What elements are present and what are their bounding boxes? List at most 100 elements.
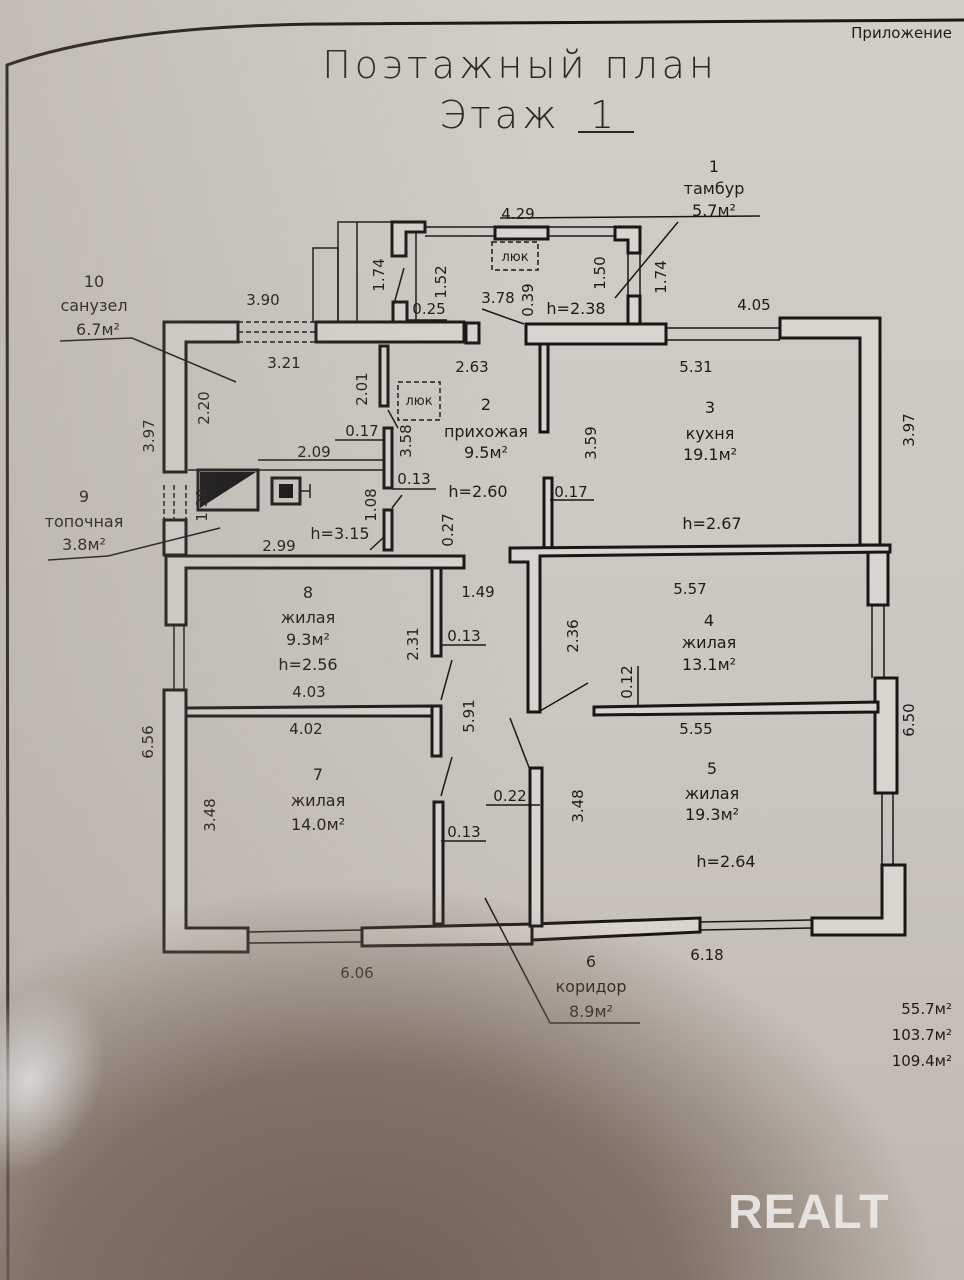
svg-text:3.48: 3.48	[569, 789, 587, 822]
appendix-label: Приложение	[851, 24, 952, 42]
svg-text:2: 2	[481, 395, 491, 414]
room-5-living: 5 жилая 19.3м² h=2.64	[685, 759, 756, 871]
page-title: Поэтажный план	[322, 43, 718, 87]
room-3-kitchen: 3 кухня 19.1м² h=2.67	[682, 398, 741, 533]
svg-text:4.02: 4.02	[289, 720, 322, 738]
area-totals: 55.7м² 103.7м² 109.4м²	[892, 1000, 952, 1070]
hatch-label-1: люк	[501, 250, 528, 265]
svg-text:19.3м²: 19.3м²	[685, 805, 739, 824]
svg-text:1: 1	[709, 157, 719, 176]
room-labels: 1 тамбур 5.7м² 2 прихожая 9.5м² h=2.60 3…	[45, 157, 756, 1021]
room-1-tambour: 1 тамбур 5.7м²	[684, 157, 745, 220]
svg-text:коридор: коридор	[555, 977, 626, 996]
floor-label: Этаж	[439, 93, 560, 137]
svg-text:4.03: 4.03	[292, 683, 325, 701]
svg-text:жилая: жилая	[281, 608, 335, 627]
svg-text:0.17: 0.17	[554, 483, 587, 501]
svg-text:9.3м²: 9.3м²	[286, 630, 330, 649]
svg-text:10: 10	[84, 272, 104, 291]
svg-text:0.39: 0.39	[519, 283, 537, 316]
svg-text:h=2.64: h=2.64	[696, 852, 755, 871]
svg-text:1.50: 1.50	[591, 256, 609, 289]
svg-text:тамбур: тамбур	[684, 179, 745, 198]
room-6-corridor: 6 коридор 8.9м²	[555, 952, 626, 1021]
svg-text:9: 9	[79, 487, 89, 506]
svg-text:3.59: 3.59	[582, 426, 600, 459]
svg-text:0.13: 0.13	[397, 470, 430, 488]
svg-text:3.97: 3.97	[140, 419, 158, 452]
room-4-living: 4 жилая 13.1м²	[682, 611, 736, 674]
svg-text:3.90: 3.90	[246, 291, 279, 309]
room-2-hallway: 2 прихожая 9.5м² h=2.60	[444, 395, 528, 501]
svg-text:8.9м²: 8.9м²	[569, 1002, 613, 1021]
svg-text:3.8м²: 3.8м²	[62, 535, 106, 554]
svg-text:8: 8	[303, 583, 313, 602]
svg-text:6.7м²: 6.7м²	[76, 320, 120, 339]
svg-text:3.48: 3.48	[201, 798, 219, 831]
svg-text:кухня: кухня	[686, 424, 735, 443]
total-area-gross: 109.4м²	[892, 1052, 952, 1070]
svg-text:топочная: топочная	[45, 512, 124, 531]
svg-text:3.78: 3.78	[481, 289, 514, 307]
svg-text:4.29: 4.29	[501, 205, 534, 223]
svg-text:2.36: 2.36	[564, 619, 582, 652]
total-living-area: 55.7м²	[901, 1000, 952, 1018]
svg-text:1.38: 1.38	[193, 488, 211, 521]
svg-text:5.55: 5.55	[679, 720, 712, 738]
realt-watermark: REALT	[728, 1186, 890, 1239]
svg-text:4: 4	[704, 611, 714, 630]
svg-text:5.91: 5.91	[460, 699, 478, 732]
svg-text:3: 3	[705, 398, 715, 417]
svg-text:2.20: 2.20	[195, 391, 213, 424]
room-10-bathroom: 10 санузел 6.7м²	[60, 272, 127, 339]
tambour-height: h=2.38	[546, 299, 605, 318]
svg-text:прихожая: прихожая	[444, 422, 528, 441]
svg-text:6.06: 6.06	[340, 964, 373, 982]
svg-text:жилая: жилая	[685, 784, 739, 803]
svg-text:6.50: 6.50	[900, 703, 918, 736]
svg-text:0.22: 0.22	[493, 787, 526, 805]
svg-text:6: 6	[586, 952, 596, 971]
floor-number: 1	[590, 93, 618, 137]
svg-text:3.21: 3.21	[267, 354, 300, 372]
svg-text:5: 5	[707, 759, 717, 778]
svg-text:13.1м²: 13.1м²	[682, 655, 736, 674]
svg-text:санузел: санузел	[60, 296, 127, 315]
svg-text:0.17: 0.17	[345, 422, 378, 440]
hatch-label-2: люк	[405, 394, 432, 409]
svg-text:6.56: 6.56	[139, 725, 157, 758]
svg-text:9.5м²: 9.5м²	[464, 443, 508, 462]
svg-text:1.52: 1.52	[432, 265, 450, 298]
svg-text:4.05: 4.05	[737, 296, 770, 314]
svg-text:5.57: 5.57	[673, 580, 706, 598]
svg-text:0.12: 0.12	[618, 665, 636, 698]
svg-text:1.74: 1.74	[370, 258, 388, 291]
svg-text:2.09: 2.09	[297, 443, 330, 461]
svg-text:7: 7	[313, 765, 323, 784]
room-8-living: 8 жилая 9.3м² h=2.56	[278, 583, 337, 674]
total-area: 103.7м²	[892, 1026, 952, 1044]
svg-text:3.97: 3.97	[900, 413, 918, 446]
svg-text:19.1м²: 19.1м²	[683, 445, 737, 464]
svg-text:5.31: 5.31	[679, 358, 712, 376]
room-7-living: 7 жилая 14.0м²	[291, 765, 345, 834]
svg-text:h=2.56: h=2.56	[278, 655, 337, 674]
svg-text:1.08: 1.08	[362, 488, 380, 521]
svg-text:2.31: 2.31	[404, 627, 422, 660]
svg-text:2.63: 2.63	[455, 358, 488, 376]
svg-text:5.7м²: 5.7м²	[692, 201, 736, 220]
svg-text:3.58: 3.58	[397, 424, 415, 457]
svg-text:2.01: 2.01	[353, 372, 371, 405]
svg-text:0.13: 0.13	[447, 823, 480, 841]
svg-text:h=3.15: h=3.15	[310, 524, 369, 543]
svg-text:1.49: 1.49	[461, 583, 494, 601]
svg-text:1.74: 1.74	[652, 260, 670, 293]
svg-text:h=2.67: h=2.67	[682, 514, 741, 533]
walls	[162, 220, 907, 954]
svg-text:0.13: 0.13	[447, 627, 480, 645]
svg-text:0.27: 0.27	[439, 513, 457, 546]
svg-text:жилая: жилая	[291, 791, 345, 810]
svg-text:h=2.60: h=2.60	[448, 482, 507, 501]
svg-text:6.18: 6.18	[690, 946, 723, 964]
